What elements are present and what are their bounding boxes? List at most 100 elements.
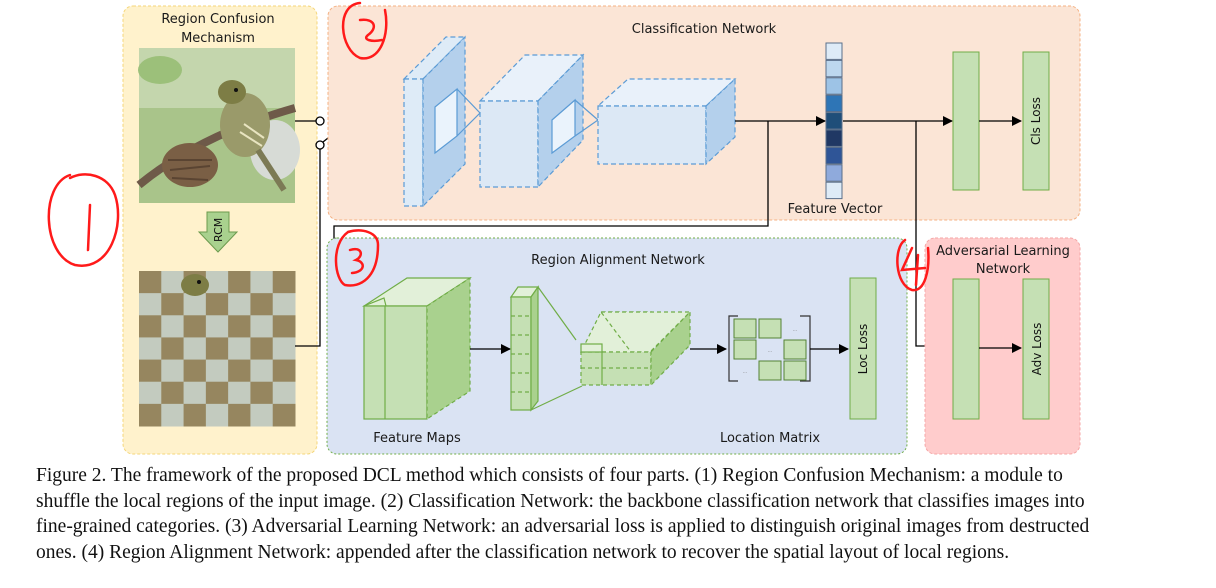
image-patch xyxy=(139,381,162,405)
image-patch xyxy=(139,293,162,316)
annotation-2 xyxy=(341,1,388,60)
cls-loss-label: Cls Loss xyxy=(1029,97,1043,145)
image-patch xyxy=(139,337,162,361)
conv-layer-2 xyxy=(478,53,599,189)
image-patch xyxy=(228,293,251,316)
adv-fc-layer xyxy=(952,278,980,420)
rcm-panel: Region Confusion Mechanism RCM xyxy=(122,5,318,455)
adv-loss-block xyxy=(1022,278,1050,420)
caption-line-1: Figure 2. The framework of the proposed … xyxy=(36,465,1063,486)
rcm-down-arrow: RCM xyxy=(197,211,239,253)
image-patch xyxy=(228,337,251,361)
image-patch xyxy=(272,293,296,316)
feature-vector-cell xyxy=(825,94,843,113)
image-patch xyxy=(161,403,185,427)
image-patch xyxy=(205,315,229,338)
alignment-panel: Region Alignment Network xyxy=(326,237,908,455)
image-patch xyxy=(250,293,274,316)
adversarial-title-line1: Adversarial Learning xyxy=(936,244,1070,259)
shuffled-bird-image xyxy=(139,271,296,427)
image-patch xyxy=(205,381,229,405)
caption-line-4: ones. (4) Region Alignment Network: appe… xyxy=(36,541,1010,563)
image-patch xyxy=(272,381,296,405)
image-patch xyxy=(272,403,296,427)
image-patch xyxy=(228,403,251,427)
matrix-ellipsis: ... xyxy=(793,327,797,333)
original-bird-image xyxy=(136,48,300,203)
region-feature-column xyxy=(509,285,583,412)
feature-vector-cell xyxy=(825,59,843,78)
image-patch xyxy=(183,359,207,383)
location-matrix: ... ... ... xyxy=(728,315,811,382)
image-patch xyxy=(161,271,185,294)
image-patch xyxy=(161,359,185,383)
rcm-arrow-label: RCM xyxy=(212,218,225,242)
image-patch xyxy=(183,381,207,405)
matrix-ellipsis: ... xyxy=(743,369,747,375)
image-patch xyxy=(183,403,207,427)
image-patch xyxy=(228,271,251,294)
conv-layer-1 xyxy=(402,35,481,208)
image-patch xyxy=(161,337,185,361)
annotation-1 xyxy=(47,173,120,267)
adv-loss-label: Adv Loss xyxy=(1030,323,1044,376)
image-patch xyxy=(183,293,207,316)
feature-vector-cell xyxy=(825,77,843,95)
image-patch xyxy=(183,315,207,338)
classification-title: Classification Network xyxy=(632,22,777,37)
image-patch xyxy=(250,359,274,383)
image-patch xyxy=(205,403,229,427)
conv-layer-3 xyxy=(596,77,737,166)
image-patch xyxy=(139,271,162,294)
image-patch xyxy=(205,337,229,361)
image-patch xyxy=(139,359,162,383)
fc-layer xyxy=(952,51,980,191)
image-patch xyxy=(250,337,274,361)
image-patch xyxy=(272,271,296,294)
cls-loss-block xyxy=(1022,51,1050,191)
caption-line-2: shuffle the local regions of the input i… xyxy=(36,490,1085,512)
image-patch xyxy=(228,359,251,383)
annotation-3 xyxy=(334,229,380,287)
image-patch xyxy=(139,315,162,338)
conv-1x1-block xyxy=(580,310,692,387)
image-patch xyxy=(161,315,185,338)
adversarial-title-line2: Network xyxy=(976,262,1031,277)
bird-head-patch xyxy=(181,274,209,296)
bird-eye xyxy=(197,280,201,284)
image-patch xyxy=(250,271,274,294)
image-patch xyxy=(205,271,229,294)
feature-vector-cell xyxy=(825,181,843,200)
matrix-ellipsis: ... xyxy=(768,348,772,354)
feature-vector-cell xyxy=(825,164,843,182)
image-patch xyxy=(250,315,274,338)
adversarial-panel: Adversarial Learning Network Adv Loss xyxy=(924,237,1081,455)
loc-loss-block xyxy=(849,277,877,420)
image-patch xyxy=(139,403,162,427)
feature-vector-cell xyxy=(825,129,843,147)
rcm-title-line2: Mechanism xyxy=(181,31,255,46)
image-patch xyxy=(272,315,296,338)
image-patch xyxy=(161,293,185,316)
figure-caption: Figure 2. The framework of the proposed … xyxy=(36,463,1176,565)
image-patch xyxy=(228,381,251,405)
image-patch xyxy=(205,293,229,316)
feature-vector xyxy=(825,42,843,200)
feature-maps-cube xyxy=(361,276,473,421)
image-patch xyxy=(250,381,274,405)
image-patch xyxy=(272,359,296,383)
image-patch xyxy=(272,337,296,361)
feature-maps-label: Feature Maps xyxy=(373,431,461,446)
feature-vector-label: Feature Vector xyxy=(788,202,883,217)
feature-vector-cell xyxy=(825,42,843,60)
image-patch xyxy=(250,403,274,427)
image-patch xyxy=(161,381,185,405)
dcl-framework-diagram: Region Confusion Mechanism RCM xyxy=(47,1,1081,455)
rcm-title-line1: Region Confusion xyxy=(161,12,274,27)
alignment-title: Region Alignment Network xyxy=(531,253,705,268)
caption-line-3: fine-grained categories. (3) Adversarial… xyxy=(36,516,1090,537)
location-matrix-label: Location Matrix xyxy=(720,431,820,446)
classification-panel: Classification Network Feature xyxy=(327,5,1081,351)
loc-loss-label: Loc Loss xyxy=(856,324,870,375)
feature-vector-cell xyxy=(825,146,843,165)
